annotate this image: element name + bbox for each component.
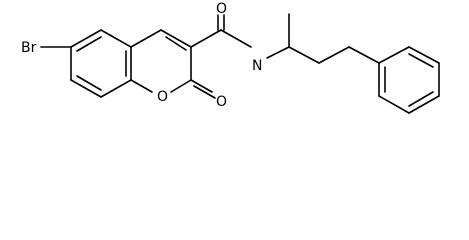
molecule-svg: Br O O O N (21, 1, 440, 114)
phenyl-ring (378, 46, 440, 114)
benzo-ring (70, 29, 132, 98)
structure-canvas: Br O O O N (21, 1, 440, 114)
amide-nitrogen-label: N (252, 58, 262, 74)
pyranone-ring (130, 29, 192, 93)
lactone-oxygen-label: O (216, 94, 227, 110)
side-chain (266, 13, 380, 64)
ring-oxygen-label: O (157, 89, 168, 105)
bromine-atom-label: Br (21, 40, 37, 56)
amide-oxygen-label: O (216, 1, 227, 17)
amide-group (190, 14, 252, 48)
lactone-carbonyl (190, 79, 216, 99)
